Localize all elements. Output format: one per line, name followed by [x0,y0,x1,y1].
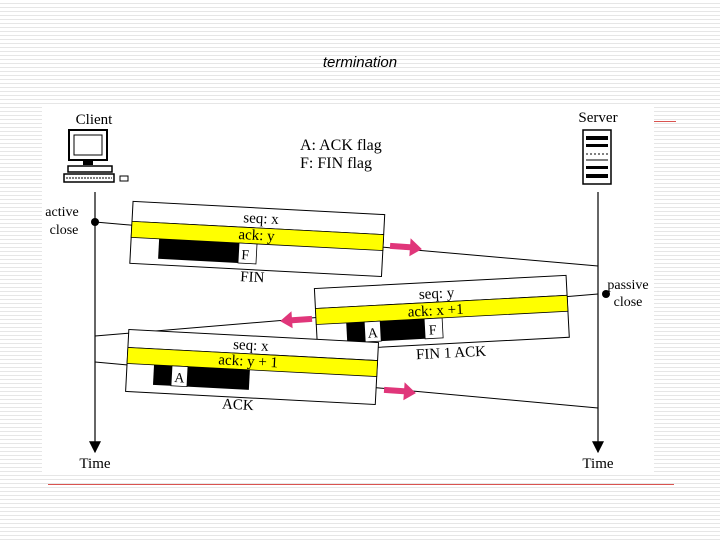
ack-direction-arrow [383,382,416,401]
segment-ack-seq: seq: x [233,337,270,355]
segment-fin-flag: F [241,248,250,263]
segment-fin-ack-flag-f: F [428,323,437,338]
tcp-termination-figure: Client Server A: ACK flag F: FIN flag Ti… [42,104,654,474]
segment-fin-seq: seq: x [243,210,280,228]
active-close-label-line1: active [45,205,78,220]
segment-fin: seq: x ack: y F FIN [129,200,386,286]
segment-fin-ack: ack: y [238,227,276,245]
tcp-termination-diagram: Client Server A: ACK flag F: FIN flag Ti… [45,110,648,472]
server-label: Server [578,110,617,126]
segment-ack: seq: x ack: y + 1 A ACK [125,328,380,414]
server-icon [582,129,612,185]
slide-title: termination [322,54,398,71]
client-label: Client [76,112,113,128]
time-label-right: Time [582,456,613,472]
segment-fin-caption: FIN [240,269,265,286]
segment-fin-ack-ack: ack: x +1 [407,302,464,321]
segment-fin-ack-flag-a: A [367,326,379,342]
segment-fin-ack-caption: FIN 1 ACK [416,344,487,364]
legend-ack-flag: A: ACK flag [300,137,382,154]
active-close-label-line2: close [50,223,79,238]
segment-fin-ack-seq: seq: y [418,285,455,303]
segment-ack-caption: ACK [222,396,255,414]
computer-icon [63,129,129,183]
segment-ack-ack: ack: y + 1 [218,352,278,371]
fin-ack-direction-arrow [280,311,313,329]
passive-close-point [602,290,610,298]
segment-fin-ack: seq: y ack: x +1 A F FIN 1 ACK [313,274,570,364]
segment-ack-flag: A [174,371,186,387]
fin-direction-arrow [389,238,422,257]
decorative-rule-bottom [48,484,674,485]
passive-close-label-line2: close [614,295,643,310]
passive-close-label-line1: passive [607,278,648,293]
legend-fin-flag: F: FIN flag [300,155,372,172]
time-label-left: Time [79,456,110,472]
